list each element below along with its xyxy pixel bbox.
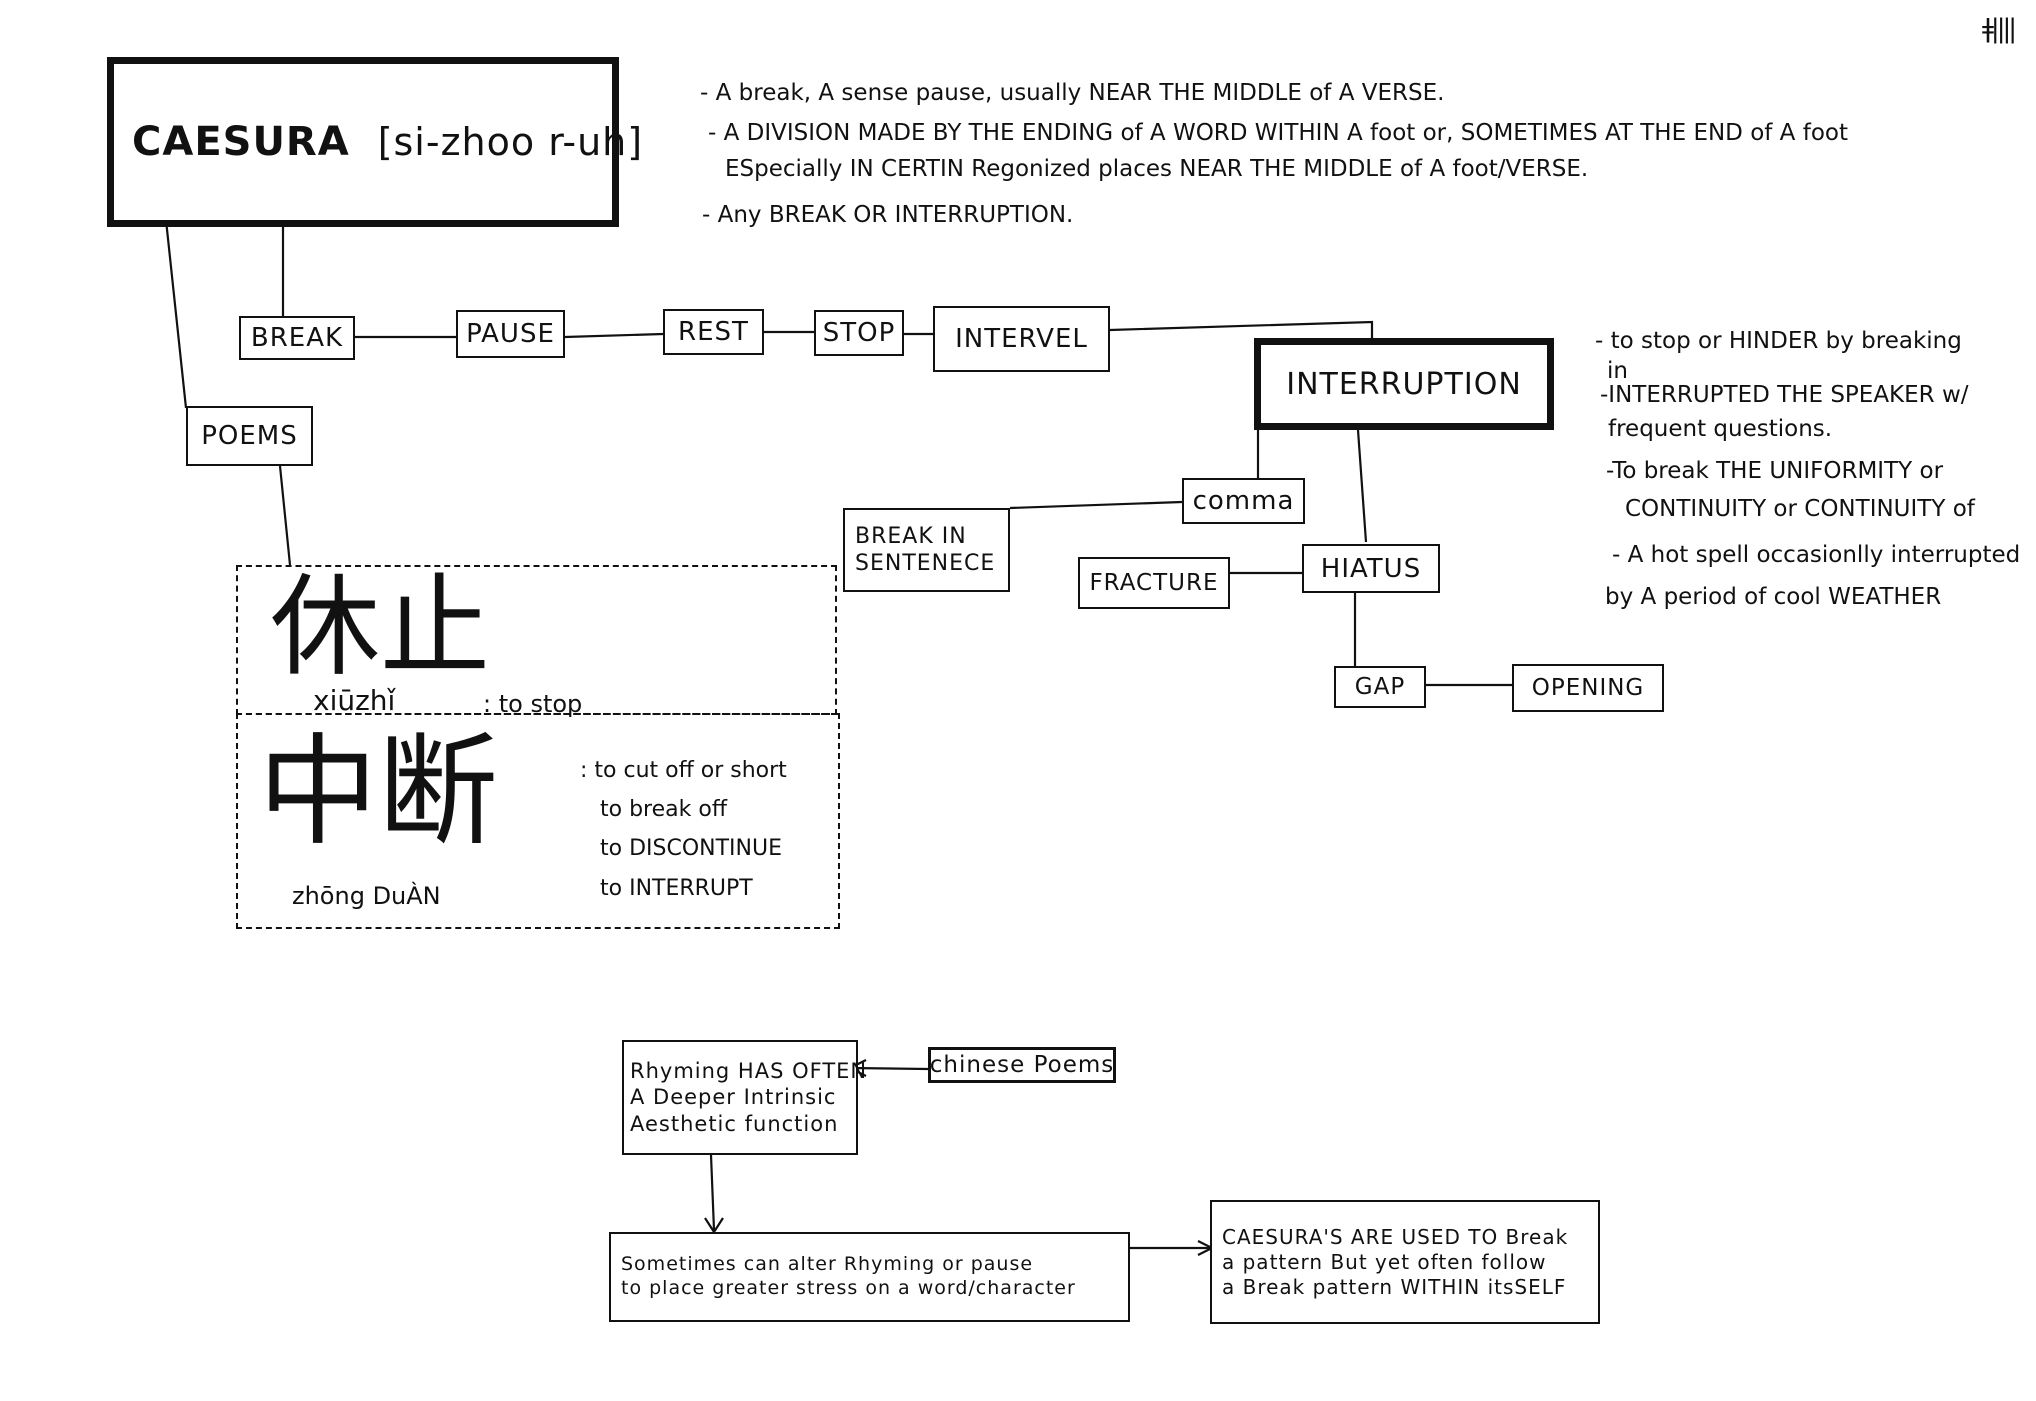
caesura-title-box: CAESURA [si-zhoo r-uh] <box>107 57 642 227</box>
line-comma-sentence <box>1009 500 1183 510</box>
chinese-box-bottom <box>236 713 840 929</box>
node-comma: comma <box>1182 478 1305 524</box>
interruption-note-5: -To break THE UNIFORMITY or <box>1606 458 1944 484</box>
gloss-zhongduan-4: to INTERRUPT <box>600 876 753 901</box>
definition-2-cont: ESpecially IN CERTIN Regonized places NE… <box>725 156 1589 182</box>
sometimes-line-2: to place greater stress on a word/charac… <box>621 1277 1076 1299</box>
corner-mark: ǂ|||| <box>1982 14 2017 44</box>
node-hiatus: HIATUS <box>1302 544 1440 593</box>
arrow-chinese-rhyming <box>849 1066 929 1071</box>
caesura-pronunciation: [si-zhoo r-uh] <box>377 120 644 164</box>
interruption-note-7: - A hot spell occasionlly interrupted <box>1612 542 2021 568</box>
node-pause: PAUSE <box>456 310 565 358</box>
rhyming-line-2: A Deeper Intrinsic <box>630 1085 837 1110</box>
node-gap: GAP <box>1334 666 1426 708</box>
node-intervel: INTERVEL <box>933 306 1110 372</box>
caesuras-line-2: a pattern But yet often follow <box>1222 1249 1547 1274</box>
definition-2: - A DIVISION MADE BY THE ENDING of A WOR… <box>708 120 1848 146</box>
break-in-sentence-line-2: SENTENECE <box>855 551 996 576</box>
interruption-note-8: by A period of cool WEATHER <box>1605 584 1942 610</box>
rhyming-line-3: Aesthetic function <box>630 1111 839 1136</box>
node-sometimes: Sometimes can alter Rhyming or pause to … <box>609 1232 1130 1322</box>
interruption-note-3: -INTERRUPTED THE SPEAKER w/ <box>1600 382 1969 408</box>
sometimes-line-1: Sometimes can alter Rhyming or pause <box>621 1253 1034 1276</box>
node-fracture: FRACTURE <box>1078 557 1230 609</box>
rhyming-line-1: Rhyming HAS OFTEN <box>630 1059 868 1084</box>
interruption-note-2: in <box>1607 358 1628 384</box>
line-interruption-hiatus <box>1356 429 1368 543</box>
definition-3: - Any BREAK OR INTERRUPTION. <box>702 202 1074 228</box>
hanzi-xiuzhi: 休止 <box>270 563 490 691</box>
interruption-note-6: CONTINUITY or CONTINUITY of <box>1625 496 1975 522</box>
interruption-note-4: frequent questions. <box>1608 416 1833 442</box>
line-pause-rest <box>564 332 664 339</box>
gloss-zhongduan-1: : to cut off or short <box>580 758 787 783</box>
pinyin-zhongduan: zhōng DuÀN <box>292 882 441 910</box>
gloss-zhongduan-2: to break off <box>600 797 727 822</box>
node-caesuras-pattern: CAESURA'S ARE USED TO Break a pattern Bu… <box>1210 1200 1600 1324</box>
hanzi-zhongduan: 中断 <box>258 723 498 862</box>
node-break-in-sentence: BREAK IN SENTENECE <box>843 508 1010 592</box>
definition-1: - A break, A sense pause, usually NEAR T… <box>700 80 1445 106</box>
caesuras-line-3: a Break pattern WITHIN itsSELF <box>1222 1274 1567 1299</box>
break-in-sentence-line-1: BREAK IN <box>855 523 967 549</box>
pinyin-xiuzhi: xiūzhǐ <box>313 684 396 717</box>
node-stop: STOP <box>814 310 904 356</box>
node-break: BREAK <box>239 316 355 360</box>
gloss-zhongduan-3: to DISCONTINUE <box>600 836 782 861</box>
caesura-title: CAESURA <box>132 119 350 165</box>
node-opening: OPENING <box>1512 664 1664 712</box>
interruption-note-1: - to stop or HINDER by breaking <box>1595 328 1962 354</box>
line-poems-chinese <box>278 465 292 566</box>
node-interruption: INTERRUPTION <box>1254 338 1554 430</box>
node-poems: POEMS <box>186 406 313 466</box>
node-chinese-poems: chinese Poems <box>928 1047 1116 1083</box>
arrow-rhyming-sometimes <box>709 1154 716 1231</box>
gloss-xiuzhi: : to stop <box>483 690 583 718</box>
node-rhyming: Rhyming HAS OFTEN A Deeper Intrinsic Aes… <box>622 1040 866 1155</box>
node-rest: REST <box>663 309 764 355</box>
line-intervel-interruption <box>1109 320 1374 338</box>
line-caesura-poems <box>164 219 188 409</box>
caesuras-line-1: CAESURA'S ARE USED TO Break <box>1222 1224 1569 1249</box>
